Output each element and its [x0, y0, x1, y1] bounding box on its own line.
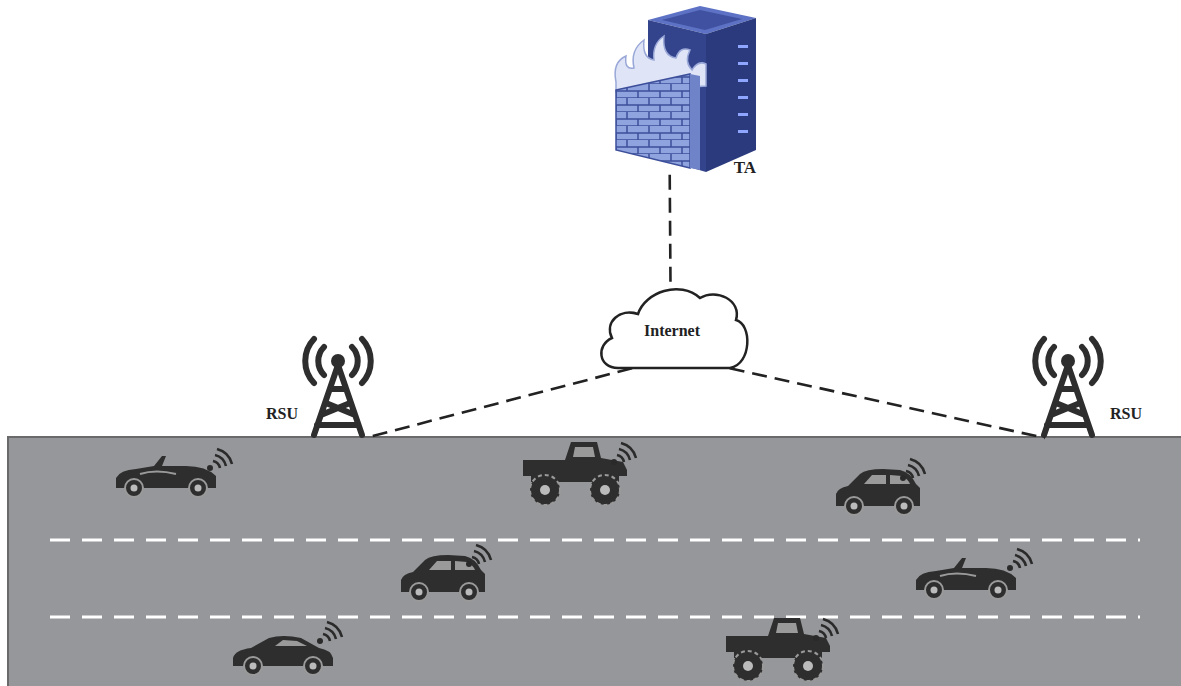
network-link: [668, 175, 671, 288]
rsu-node: RSU: [1026, 345, 1144, 438]
server-icon: [615, 6, 756, 172]
lane-marking: [50, 616, 1140, 619]
rsu-node: RSU: [262, 345, 382, 438]
network-link: [730, 368, 1045, 438]
cloud-outline: [601, 289, 747, 368]
cloud-label: Internet: [644, 322, 700, 340]
server-label: TA: [734, 159, 756, 178]
rsu-label: RSU: [266, 405, 298, 423]
road: [8, 437, 1181, 686]
network-link: [365, 368, 632, 438]
rsu-label: RSU: [1110, 405, 1142, 423]
ta-node: TA: [612, 5, 760, 180]
lane-marking: [50, 539, 1140, 542]
internet-cloud: Internet: [598, 283, 746, 370]
